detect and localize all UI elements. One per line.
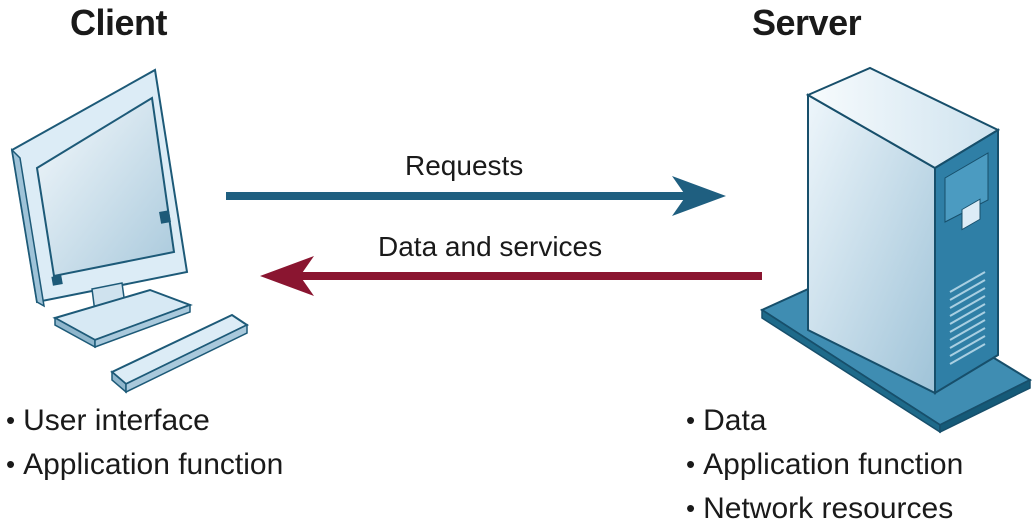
server-tower-icon bbox=[759, 66, 1033, 434]
list-item: Application function bbox=[6, 443, 283, 487]
client-feature-list: User interface Application function bbox=[6, 399, 283, 487]
requests-label: Requests bbox=[405, 150, 524, 181]
client-title: Client bbox=[70, 2, 168, 43]
data-and-services-label: Data and services bbox=[378, 231, 603, 262]
server-feature-list: Data Application function Network resour… bbox=[686, 399, 963, 531]
client-computer-icon bbox=[10, 68, 250, 394]
list-item: User interface bbox=[6, 399, 283, 443]
server-title: Server bbox=[752, 2, 862, 43]
list-item: Data bbox=[686, 399, 963, 443]
response-arrow bbox=[260, 256, 762, 296]
list-item: Network resources bbox=[686, 487, 963, 531]
request-arrow bbox=[226, 176, 726, 216]
list-item: Application function bbox=[686, 443, 963, 487]
